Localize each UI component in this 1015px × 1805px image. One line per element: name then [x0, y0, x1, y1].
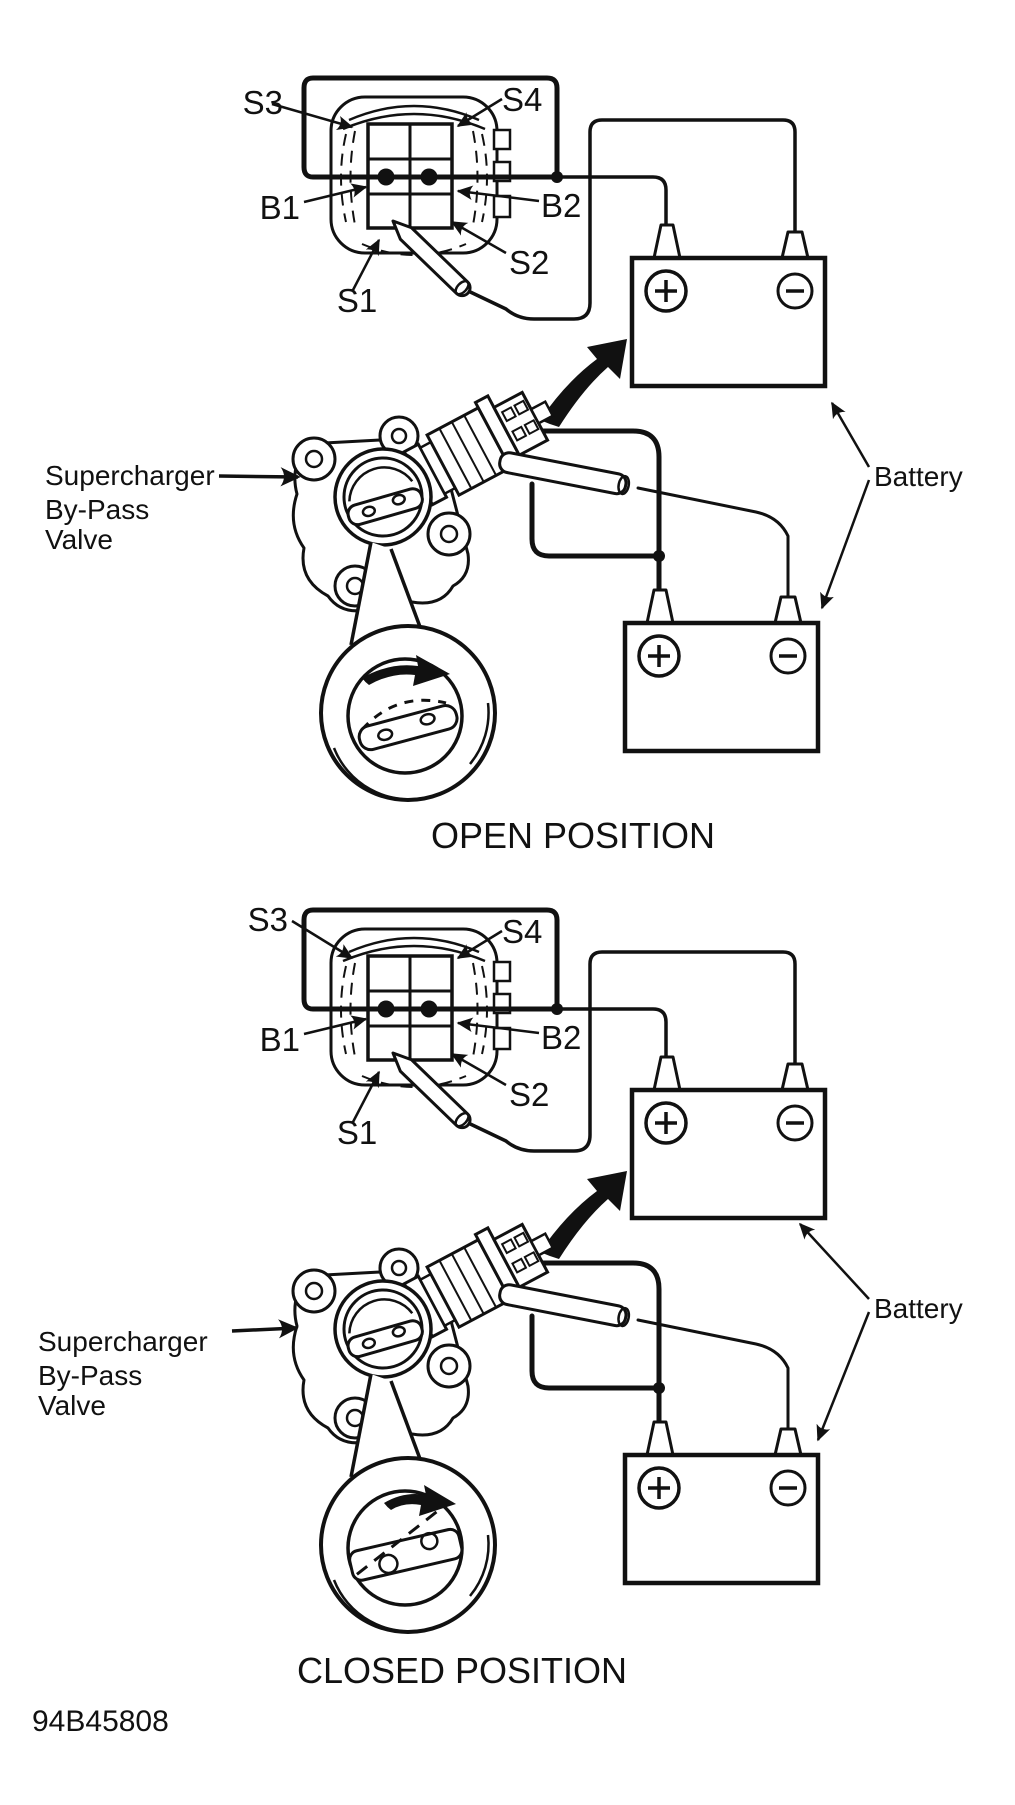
s1-leader-arrow: [351, 1070, 381, 1123]
terminal-label-b1: B1: [260, 1021, 300, 1058]
terminal-label-b2: B2: [541, 187, 581, 224]
terminal-label-s4: S4: [502, 81, 542, 118]
terminal-label-s3: S3: [243, 84, 283, 121]
s1-leader-arrow: [351, 238, 381, 291]
battery-label: Battery: [874, 1293, 963, 1324]
battery-label-arrow-up: [830, 401, 871, 468]
terminal-label-s3: S3: [248, 901, 288, 938]
battery-label-arrow-up: [799, 1222, 870, 1300]
terminal-label-s4: S4: [502, 913, 542, 950]
diagram-open-position: S3 S4 B1 B2 S1 S2 Supercharger By-Pass V…: [45, 78, 963, 856]
labels: S3 S4 B1 B2 S1 S2 Supercharger By-Pass V…: [45, 81, 963, 856]
s3-leader-arrow: [291, 919, 354, 960]
battery-label: Battery: [874, 461, 963, 492]
battery-label-arrow-down: [816, 1311, 871, 1442]
terminal-label-s1: S1: [337, 282, 377, 319]
valve-label-line2: By-Pass: [45, 494, 149, 525]
s3-leader-arrow: [271, 102, 354, 130]
s4-leader-arrow: [456, 97, 503, 128]
b2-leader-arrow: [456, 185, 540, 203]
terminal-label-b2: B2: [541, 1019, 581, 1056]
valve-label-line3: Valve: [38, 1390, 106, 1421]
valve-label-arrow: [231, 1319, 299, 1339]
leader-arrows: [218, 97, 871, 610]
terminal-label-s2: S2: [509, 1076, 549, 1113]
caption-closed-position: CLOSED POSITION: [297, 1650, 627, 1691]
valve-label-line3: Valve: [45, 524, 113, 555]
s2-leader-arrow: [450, 1052, 507, 1087]
leader-arrows: [231, 919, 871, 1442]
valve-label-line1: Supercharger: [45, 460, 215, 491]
b1-leader-arrow: [303, 183, 368, 204]
diagram-closed-position: S3 S4 B1 B2 S1 S2 Supercharger By-Pass V…: [38, 901, 963, 1691]
s4-leader-arrow: [456, 929, 503, 960]
caption-open-position: OPEN POSITION: [431, 815, 715, 856]
terminal-label-b1: B1: [260, 189, 300, 226]
battery-label-arrow-down: [820, 479, 871, 610]
s2-leader-arrow: [450, 220, 507, 255]
valve-label-arrow: [218, 467, 301, 487]
labels: S3 S4 B1 B2 S1 S2 Supercharger By-Pass V…: [38, 901, 963, 1691]
figure-code: 94B45808: [32, 1705, 169, 1738]
terminal-label-s1: S1: [337, 1114, 377, 1151]
b2-leader-arrow: [456, 1017, 540, 1035]
b1-leader-arrow: [303, 1015, 368, 1036]
valve-label-line2: By-Pass: [38, 1360, 142, 1391]
valve-label-line1: Supercharger: [38, 1326, 208, 1357]
terminal-label-s2: S2: [509, 244, 549, 281]
